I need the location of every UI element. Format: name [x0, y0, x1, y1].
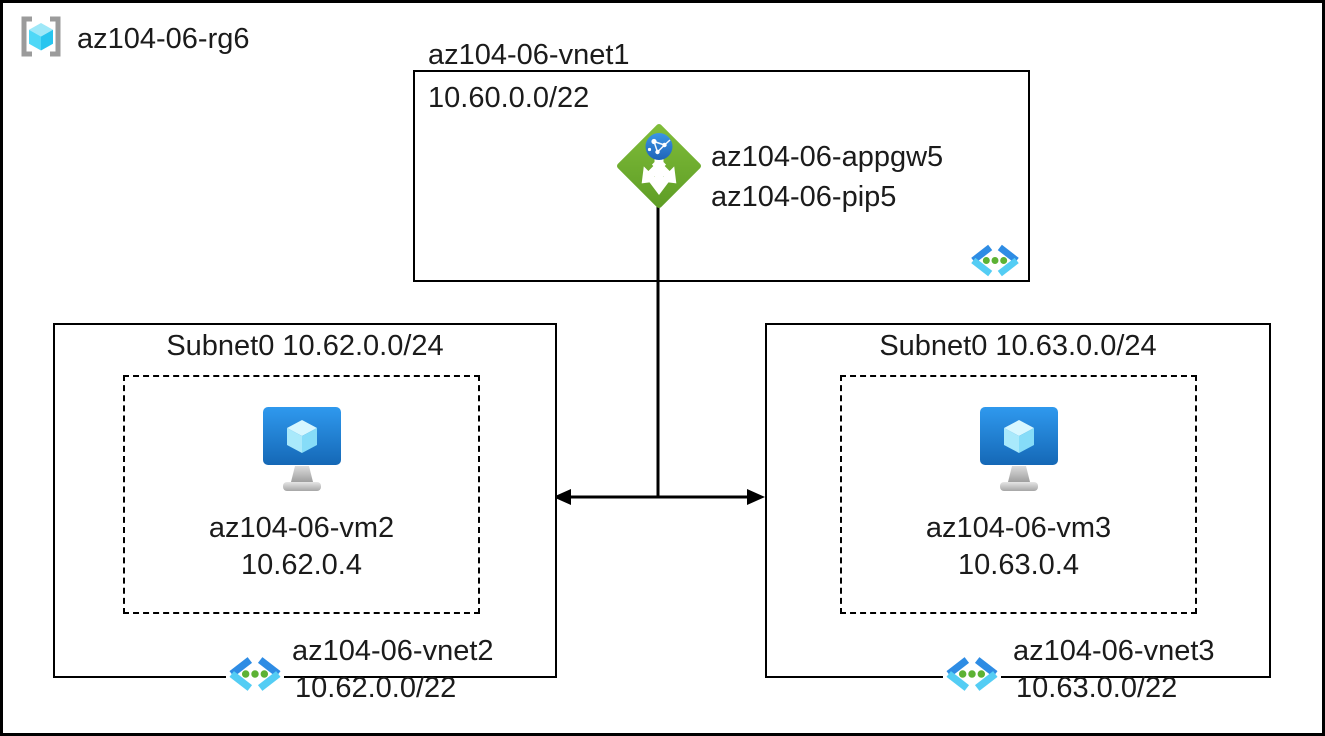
virtual-machine-icon: [262, 405, 342, 495]
virtual-network-icon: [943, 655, 1001, 693]
vnet2-cidr-label: 10.62.0.0/22: [295, 672, 457, 704]
resource-group-icon: [18, 15, 64, 58]
vm3-ip-label: 10.63.0.4: [958, 549, 1079, 581]
subnet3-dashed-box: az104-06-vm3 10.63.0.4: [840, 375, 1197, 614]
vnet2-name-label: az104-06-vnet2: [292, 635, 494, 667]
subnet2-dashed-box: az104-06-vm2 10.62.0.4: [123, 375, 480, 614]
application-gateway-icon: [616, 123, 702, 209]
pip-name-label: az104-06-pip5: [711, 181, 897, 213]
vnet3-name-label: az104-06-vnet3: [1013, 635, 1215, 667]
subnet2-title: Subnet0 10.62.0.0/24: [166, 330, 444, 362]
vnet3-cidr-label: 10.63.0.0/22: [1016, 672, 1178, 704]
vm2-ip-label: 10.62.0.4: [241, 549, 362, 581]
vnet2-box: Subnet0 10.62.0.0/24: [53, 323, 557, 678]
vnet1-label: az104-06-vnet1: [428, 39, 630, 71]
vm2-name-label: az104-06-vm2: [208, 512, 395, 544]
vnet1-box: [413, 70, 1030, 282]
appgw-name-label: az104-06-appgw5: [711, 141, 944, 173]
virtual-network-icon: [968, 243, 1022, 278]
vm3-name-label: az104-06-vm3: [925, 512, 1112, 544]
subnet3-title: Subnet0 10.63.0.0/24: [879, 330, 1157, 362]
vnet1-cidr: 10.60.0.0/22: [428, 82, 590, 114]
resource-group-label: az104-06-rg6: [77, 23, 250, 55]
virtual-network-icon: [226, 655, 284, 693]
vnet3-box: Subnet0 10.63.0.0/24 az104-06-vm3 10.63.…: [765, 323, 1271, 678]
virtual-machine-icon: [979, 405, 1059, 495]
